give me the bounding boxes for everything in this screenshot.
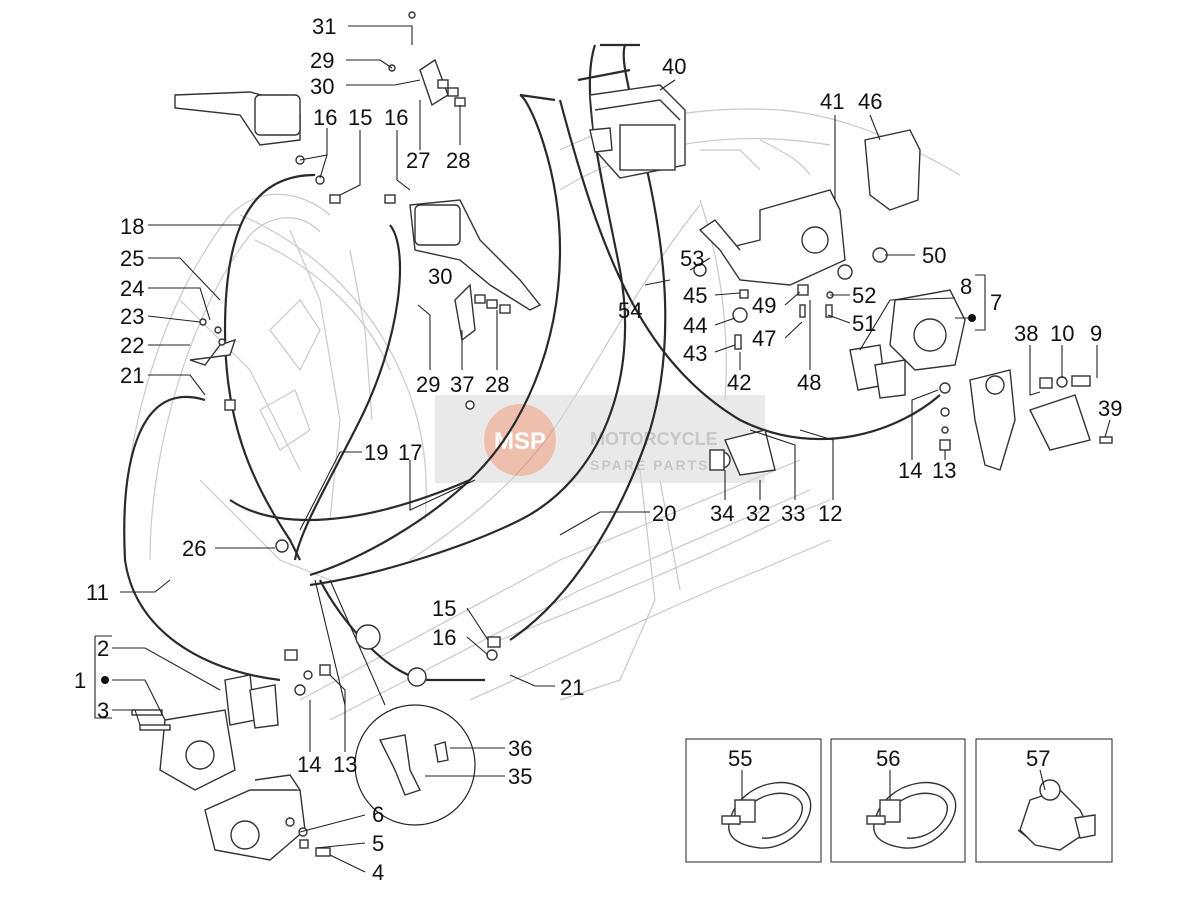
callout-4: 4 xyxy=(372,860,384,885)
boxed-part-55 xyxy=(685,738,822,863)
fasteners xyxy=(131,11,1113,857)
callout-16b: 16 xyxy=(384,105,408,130)
scooter-frame-outline xyxy=(123,108,961,721)
callout-10: 10 xyxy=(1050,321,1074,346)
callout-20: 20 xyxy=(652,501,676,526)
callout-51: 51 xyxy=(852,311,876,336)
callout-42: 42 xyxy=(727,370,751,395)
callout-35: 35 xyxy=(508,764,532,789)
callout-44: 44 xyxy=(683,313,707,338)
watermark-line2: SPARE PARTS xyxy=(590,457,710,473)
callout-30: 30 xyxy=(310,74,334,99)
callout-25: 25 xyxy=(120,246,144,271)
callout-11: 11 xyxy=(86,580,109,605)
callout-17: 17 xyxy=(398,440,422,465)
callout-labels: 31 29 30 16 15 16 27 28 40 41 46 18 25 2… xyxy=(74,14,1122,885)
callout-21: 21 xyxy=(120,363,144,388)
callout-14b: 14 xyxy=(297,752,321,777)
callout-15: 15 xyxy=(348,105,372,130)
callout-34: 34 xyxy=(710,501,734,526)
callout-54: 54 xyxy=(618,298,642,323)
callout-12: 12 xyxy=(818,501,842,526)
callout-28b: 28 xyxy=(485,372,509,397)
callout-9: 9 xyxy=(1090,321,1102,346)
callout-7: 7 xyxy=(990,290,1002,315)
callout-15b: 15 xyxy=(432,596,456,621)
watermark-logo-circle xyxy=(484,404,556,476)
callout-45: 45 xyxy=(683,283,707,308)
callout-29b: 29 xyxy=(416,372,440,397)
callout-46: 46 xyxy=(858,89,882,114)
callout-33: 33 xyxy=(781,501,805,526)
callout-dot-1 xyxy=(101,676,109,684)
callout-22: 22 xyxy=(120,333,144,358)
callout-5: 5 xyxy=(372,831,384,856)
watermark-line1: MOTORCYCLE xyxy=(590,429,718,449)
callout-38: 38 xyxy=(1014,321,1038,346)
callout-57: 57 xyxy=(1026,746,1050,771)
callout-6: 6 xyxy=(372,802,384,827)
boxed-part-56 xyxy=(830,738,966,863)
callout-16: 16 xyxy=(313,105,337,130)
junction-bracket-middle xyxy=(454,283,511,342)
leader-lines xyxy=(94,25,1111,873)
front-fork xyxy=(204,774,306,861)
hose-clip-detail xyxy=(314,579,476,826)
callout-26: 26 xyxy=(182,536,206,561)
callout-1: 1 xyxy=(74,668,86,693)
abs-cover xyxy=(864,129,921,211)
right-master-cylinder xyxy=(409,199,542,311)
callout-dot-7 xyxy=(968,314,976,322)
callout-3: 3 xyxy=(97,698,109,723)
callout-13: 13 xyxy=(932,458,956,483)
callout-29: 29 xyxy=(310,48,334,73)
left-master-cylinder xyxy=(174,91,301,146)
abs-modulator xyxy=(589,84,686,179)
callout-16c: 16 xyxy=(432,625,456,650)
callout-39: 39 xyxy=(1098,396,1122,421)
callout-23: 23 xyxy=(120,304,144,329)
boxed-part-57 xyxy=(975,738,1113,863)
callout-27: 27 xyxy=(406,148,430,173)
callout-43: 43 xyxy=(683,341,707,366)
callout-41: 41 xyxy=(820,89,844,114)
callout-36: 36 xyxy=(508,736,532,761)
callout-50: 50 xyxy=(922,243,946,268)
callout-18: 18 xyxy=(120,214,144,239)
callout-53: 53 xyxy=(680,246,704,271)
callout-55: 55 xyxy=(728,746,752,771)
callout-48: 48 xyxy=(797,370,821,395)
callout-32: 32 xyxy=(746,501,770,526)
rear-caliper xyxy=(849,289,966,399)
callout-56: 56 xyxy=(876,746,900,771)
callout-49: 49 xyxy=(752,293,776,318)
brake-hoses xyxy=(123,43,941,682)
callout-31: 31 xyxy=(312,14,336,39)
callout-19: 19 xyxy=(364,440,388,465)
callout-28: 28 xyxy=(446,148,470,173)
abs-bracket xyxy=(698,189,846,286)
callout-13b: 13 xyxy=(333,752,357,777)
callout-52: 52 xyxy=(852,283,876,308)
callout-8: 8 xyxy=(960,274,972,299)
callout-40: 40 xyxy=(662,54,686,79)
rear-caliper-bracket xyxy=(969,369,1091,471)
callout-2: 2 xyxy=(97,636,109,661)
callout-30b: 30 xyxy=(428,264,452,289)
front-caliper xyxy=(159,674,279,791)
callout-47: 47 xyxy=(752,326,776,351)
callout-37: 37 xyxy=(450,372,474,397)
callout-21b: 21 xyxy=(560,675,584,700)
callout-24: 24 xyxy=(120,276,144,301)
callout-14: 14 xyxy=(898,458,922,483)
junction-bracket-top xyxy=(419,58,466,107)
